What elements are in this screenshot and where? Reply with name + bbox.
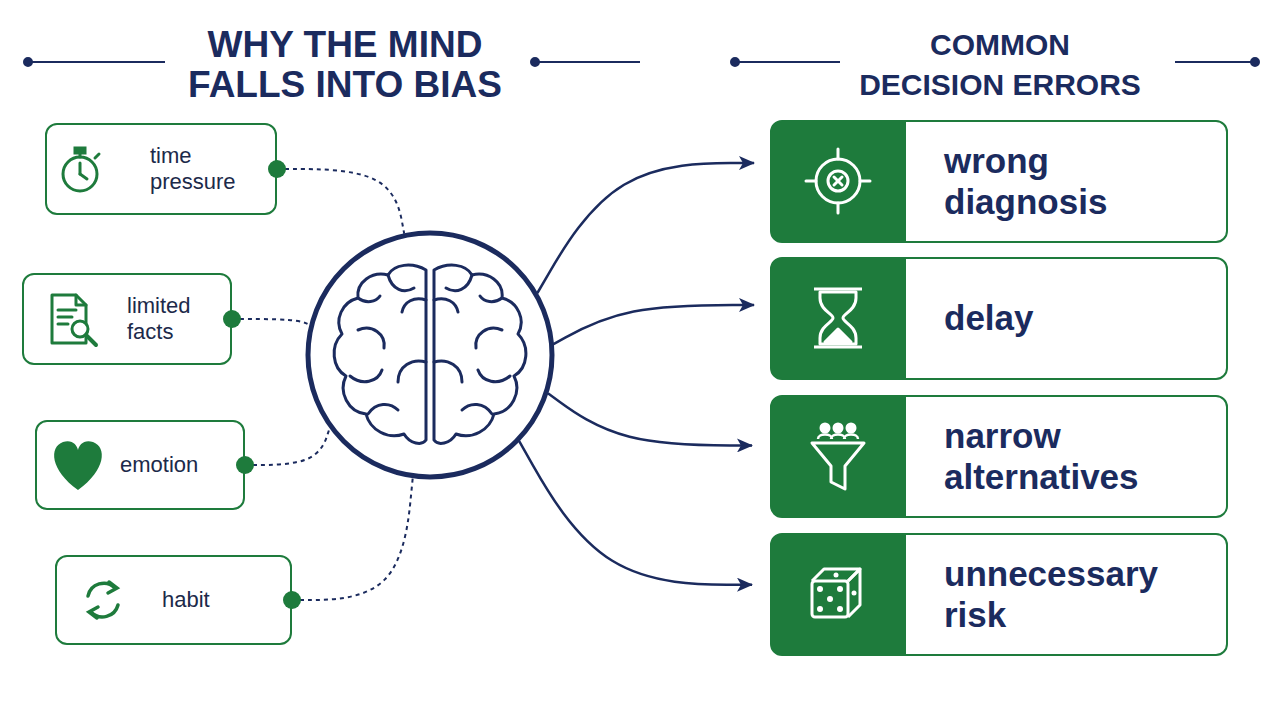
error-box: wrong diagnosis	[770, 120, 1228, 243]
dashed-connector	[277, 169, 404, 234]
circle-ring	[308, 233, 552, 477]
section-heading: WHY THE MIND FALLS INTO BIAS	[160, 25, 530, 105]
node-label: delay	[944, 298, 1189, 338]
node-label: time pressure	[150, 143, 265, 196]
rule-line	[535, 61, 640, 63]
arrow-connector	[519, 441, 752, 585]
node-label: habit	[162, 587, 277, 613]
rule-dot	[731, 58, 739, 66]
error-box: delay	[770, 257, 1228, 380]
arrow-connector	[554, 305, 754, 344]
node-label: wrong diagnosis	[944, 141, 1189, 222]
dashed-connector	[245, 428, 330, 465]
rule-dot	[531, 58, 539, 66]
cause-box: time pressure	[45, 123, 277, 215]
node-label: unnecessary risk	[944, 554, 1189, 635]
node-label: narrow alternatives	[944, 416, 1189, 497]
circle-outline	[305, 230, 555, 480]
rule-dot	[1251, 58, 1259, 66]
dashed-connector	[292, 478, 413, 600]
rule-line	[28, 61, 165, 63]
rule-line	[1175, 61, 1255, 63]
dashed-connector	[232, 319, 310, 325]
node-label: limited facts	[127, 293, 227, 346]
rule-line	[735, 61, 840, 63]
node-label: emotion	[120, 452, 235, 478]
section-heading: COMMON DECISION ERRORS	[856, 25, 1144, 105]
cause-box: emotion	[35, 420, 245, 510]
cause-box: limited facts	[22, 273, 232, 365]
rule-dot	[24, 58, 32, 66]
cause-box: habit	[55, 555, 292, 645]
arrow-connector	[537, 163, 754, 293]
arrow-connector	[548, 393, 752, 445]
error-box: unnecessary risk	[770, 533, 1228, 656]
brain-circle	[305, 230, 555, 480]
error-box: narrow alternatives	[770, 395, 1228, 518]
